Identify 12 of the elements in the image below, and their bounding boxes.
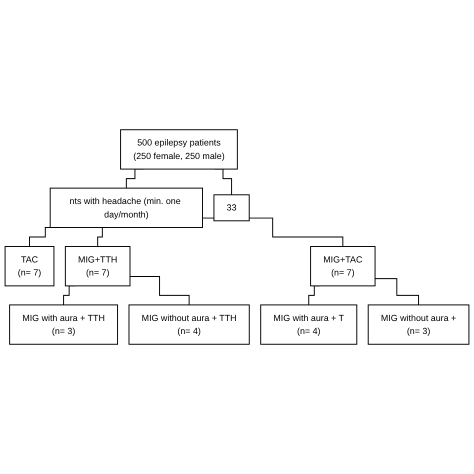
node-box: MIG with aura + T (n= 4) <box>260 304 358 345</box>
node-box: MIG without aura + TTH (n= 4) <box>128 304 250 345</box>
node-box: MIG without aura + (n= 3) <box>368 304 470 345</box>
node-box: 33 <box>213 194 250 222</box>
node-box: MIG+TTH (n= 7) <box>64 246 130 286</box>
node-box: TAC (n= 7) <box>4 246 54 286</box>
node-box: MIG+TAC (n= 7) <box>310 246 376 286</box>
node-box: nts with headache (min. one day/month) <box>50 188 203 228</box>
node-box: 500 epilepsy patients (250 female, 250 male) <box>120 129 238 170</box>
connector <box>130 276 190 306</box>
connector <box>374 278 420 306</box>
node-box: MIG with aura + TTH (n= 3) <box>9 304 118 345</box>
